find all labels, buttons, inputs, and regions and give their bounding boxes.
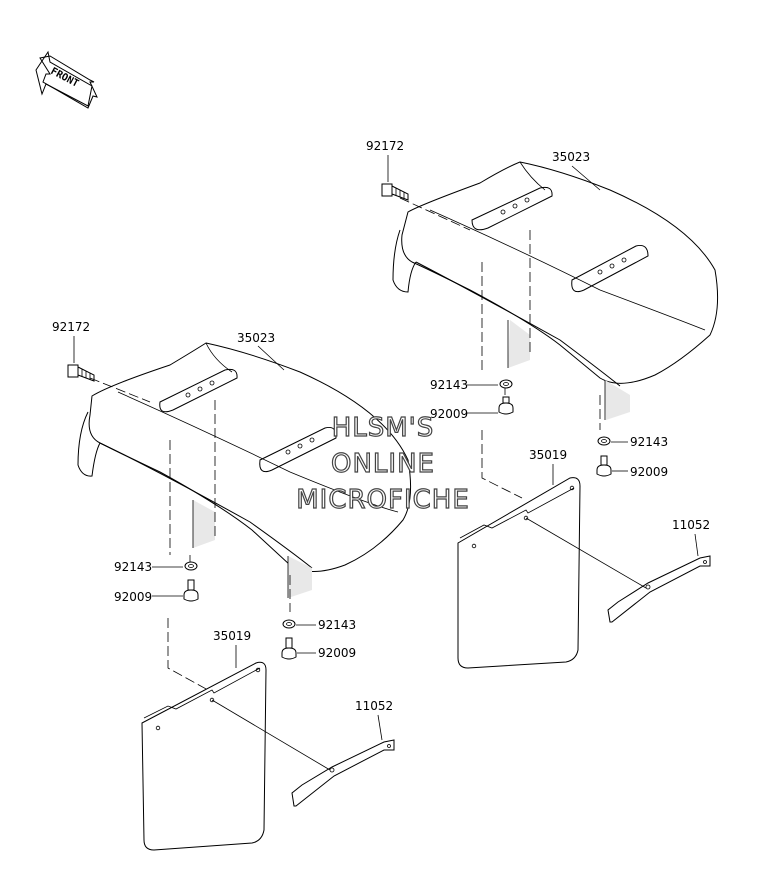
- upper-bolt-92172: [381, 183, 409, 201]
- lower-bolt-a: [183, 579, 199, 602]
- upper-mudflap: [457, 477, 581, 669]
- watermark: HLSM'S ONLINE MICROFICHE: [296, 412, 470, 515]
- watermark-line-1: HLSM'S: [332, 413, 435, 443]
- callout-upper-washer-b: 92143: [630, 435, 668, 449]
- lower-bracket: [291, 739, 395, 807]
- callout-lower-bracket: 11052: [355, 699, 393, 713]
- lower-mudflap: [141, 661, 267, 851]
- upper-fender: [392, 161, 719, 420]
- callout-lower-bolt: 92172: [52, 320, 90, 334]
- front-label: FRONT: [49, 66, 81, 90]
- upper-bracket: [607, 555, 711, 623]
- callout-upper-fender: 35023: [552, 150, 590, 164]
- upper-washer-a: [499, 379, 513, 389]
- upper-washer-b: [597, 436, 611, 446]
- watermark-line-2: ONLINE: [331, 449, 435, 479]
- callout-lower-mudflap: 35019: [213, 629, 251, 643]
- upper-bolt-a: [498, 396, 514, 415]
- front-arrow-icon: FRONT: [35, 50, 98, 109]
- callout-lower-bolt-b: 92009: [318, 646, 356, 660]
- callout-upper-bolt-b: 92009: [630, 465, 668, 479]
- callout-upper-washer-a: 92143: [430, 378, 468, 392]
- lower-washer-b: [282, 619, 296, 629]
- callout-lower-washer-a: 92143: [114, 560, 152, 574]
- callout-lower-washer-b: 92143: [318, 618, 356, 632]
- callout-upper-bracket: 11052: [672, 518, 710, 532]
- callout-lower-bolt-a: 92009: [114, 590, 152, 604]
- callout-upper-bolt: 92172: [366, 139, 404, 153]
- lower-fender: [77, 342, 412, 598]
- lower-washer-a: [184, 561, 198, 571]
- watermark-line-3: MICROFICHE: [296, 485, 470, 515]
- upper-bolt-b: [596, 455, 612, 477]
- callout-upper-mudflap: 35019: [529, 448, 567, 462]
- callout-lower-fender: 35023: [237, 331, 275, 345]
- callout-upper-bolt-a: 92009: [430, 407, 468, 421]
- lower-bolt-b: [281, 637, 297, 660]
- lower-bolt-92172: [67, 364, 95, 382]
